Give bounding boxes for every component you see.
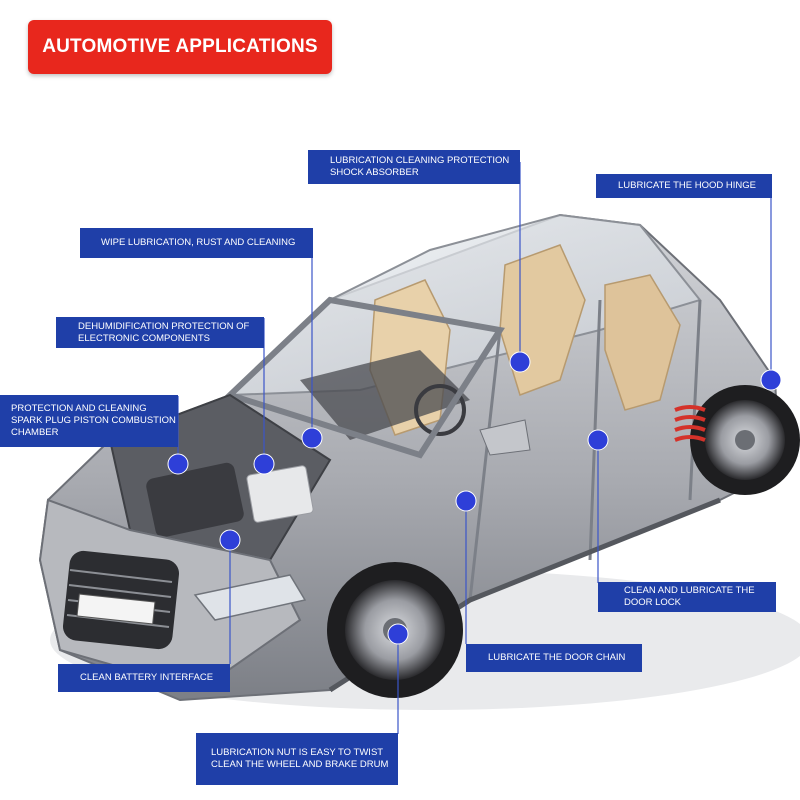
rear-wheel-hub bbox=[735, 430, 755, 450]
label-dehumidification: DEHUMIDIFICATION PROTECTION OF ELECTRONI… bbox=[56, 317, 264, 348]
interior-dash bbox=[300, 350, 470, 440]
label-dehum-line1: DEHUMIDIFICATION PROTECTION OF bbox=[78, 320, 250, 332]
marker-battery bbox=[219, 529, 241, 551]
label-shock-absorber: LUBRICATION CLEANING PROTECTION SHOCK AB… bbox=[308, 150, 520, 184]
marker-wheel bbox=[387, 623, 409, 645]
rear-spring bbox=[674, 405, 706, 442]
marker-spark bbox=[167, 453, 189, 475]
label-door-lock: CLEAN AND LUBRICATE THE DOOR LOCK bbox=[598, 582, 776, 612]
label-lock-line1: CLEAN AND LUBRICATE THE bbox=[624, 585, 755, 596]
label-door-chain: LUBRICATE THE DOOR CHAIN bbox=[466, 644, 642, 672]
label-wheel-line2: CLEAN THE WHEEL AND BRAKE DRUM bbox=[211, 759, 389, 770]
label-wheel: LUBRICATION NUT IS EASY TO TWIST CLEAN T… bbox=[196, 733, 398, 785]
engine-block bbox=[146, 462, 244, 538]
marker-shock bbox=[509, 351, 531, 373]
markers bbox=[167, 351, 782, 645]
label-wheel-line1: LUBRICATION NUT IS EASY TO TWIST bbox=[211, 747, 384, 758]
marker-lock bbox=[587, 429, 609, 451]
label-hood-line1: LUBRICATE THE HOOD HINGE bbox=[618, 180, 756, 191]
label-dehum-line2: ELECTRONIC COMPONENTS bbox=[78, 332, 210, 344]
marker-wipe bbox=[301, 427, 323, 449]
label-lock-line2: DOOR LOCK bbox=[624, 597, 682, 608]
label-spark-line3: CHAMBER bbox=[11, 427, 59, 438]
label-chain-line1: LUBRICATE THE DOOR CHAIN bbox=[488, 652, 626, 663]
leader-lines bbox=[177, 162, 772, 734]
marker-hood bbox=[760, 369, 782, 391]
label-spark-plug: PROTECTION AND CLEANING SPARK PLUG PISTO… bbox=[0, 395, 178, 447]
side-mirror bbox=[479, 419, 531, 456]
battery bbox=[246, 465, 314, 523]
marker-chain bbox=[455, 490, 477, 512]
label-hood-hinge: LUBRICATE THE HOOD HINGE bbox=[596, 174, 772, 198]
page-title: AUTOMOTIVE APPLICATIONS bbox=[42, 36, 318, 57]
label-battery: CLEAN BATTERY INTERFACE bbox=[58, 664, 230, 692]
steering-wheel bbox=[414, 384, 466, 436]
headlight bbox=[193, 574, 307, 621]
label-wipe: WIPE LUBRICATION, RUST AND CLEANING bbox=[80, 228, 313, 258]
interior-seat-front-right bbox=[604, 274, 681, 411]
license-plate bbox=[76, 593, 156, 625]
title-banner: AUTOMOTIVE APPLICATIONS bbox=[28, 20, 332, 74]
label-spark-line1: PROTECTION AND CLEANING bbox=[11, 403, 147, 414]
marker-dehum bbox=[253, 453, 275, 475]
label-shock-line2: SHOCK ABSORBER bbox=[330, 167, 419, 178]
label-battery-line1: CLEAN BATTERY INTERFACE bbox=[80, 672, 214, 683]
label-wipe-line1: WIPE LUBRICATION, RUST AND CLEANING bbox=[101, 237, 296, 248]
label-shock-line1: LUBRICATION CLEANING PROTECTION bbox=[330, 155, 510, 166]
label-spark-line2: SPARK PLUG PISTON COMBUSTION bbox=[11, 415, 176, 426]
